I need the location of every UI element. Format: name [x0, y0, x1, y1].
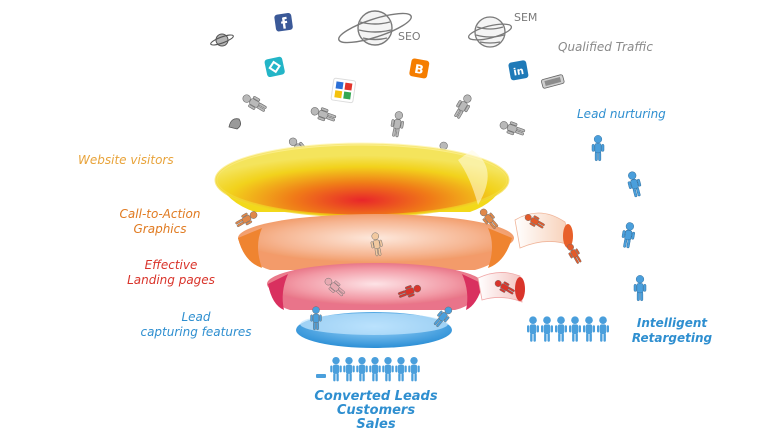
- capture-line1: Lead: [181, 310, 211, 324]
- capture-line2: capturing features: [140, 325, 252, 339]
- sem-label: SEM: [514, 11, 538, 24]
- lead-capture-label: Lead capturing features: [126, 310, 266, 340]
- delicious-icon[interactable]: [541, 74, 565, 89]
- retarget-line1: Intelligent: [636, 316, 708, 330]
- outcome-line1: Converted Leads: [314, 389, 438, 404]
- google-icon[interactable]: [330, 77, 357, 104]
- funnel-tier-landing-pages: [267, 263, 483, 310]
- stumbleupon-icon[interactable]: [264, 56, 285, 78]
- leak-tube-landing: [477, 272, 525, 303]
- retarget-line2: Retargeting: [631, 331, 713, 345]
- landing-pages-label: Effective Landing pages: [116, 258, 226, 288]
- cta-line1: Call-to-Action: [119, 207, 201, 221]
- small-planet-icon: [210, 33, 234, 47]
- facebook-icon[interactable]: [274, 13, 293, 32]
- sem-planet-icon: [467, 16, 513, 48]
- funnel-tier-lead-capture: [296, 312, 452, 348]
- funnel-tier-website-visitors: [214, 142, 510, 218]
- website-visitors-label: Website visitors: [78, 153, 174, 167]
- outcome-line2: Customers: [336, 403, 416, 418]
- funnel: [214, 142, 514, 348]
- leak-tube-cta: [514, 212, 573, 249]
- blogger-icon[interactable]: B: [409, 58, 430, 79]
- funnel-tier-cta: [238, 214, 514, 270]
- lead-nurturing-label: Lead nurturing: [577, 107, 666, 121]
- outcome-label: Converted Leads Customers Sales: [296, 390, 456, 432]
- cta-label: Call-to-Action Graphics: [100, 207, 220, 237]
- converted-people-row: [316, 356, 420, 382]
- svg-text:in: in: [513, 66, 525, 79]
- linkedin-icon[interactable]: in: [508, 60, 529, 81]
- seo-label: SEO: [398, 30, 421, 43]
- cta-line2: Graphics: [133, 222, 187, 236]
- retargeting-path-people: [591, 134, 647, 302]
- shell-icon: [228, 118, 241, 130]
- retargeting-label: Intelligent Retargeting: [622, 316, 722, 346]
- landing-line1: Effective: [144, 258, 198, 272]
- svg-text:B: B: [413, 62, 424, 77]
- outcome-line3: Sales: [356, 417, 396, 432]
- retargeting-group: [527, 316, 609, 342]
- landing-line2: Landing pages: [127, 273, 215, 287]
- seo-planet-icon: [338, 10, 412, 46]
- qualified-traffic-label: Qualified Traffic: [558, 40, 653, 54]
